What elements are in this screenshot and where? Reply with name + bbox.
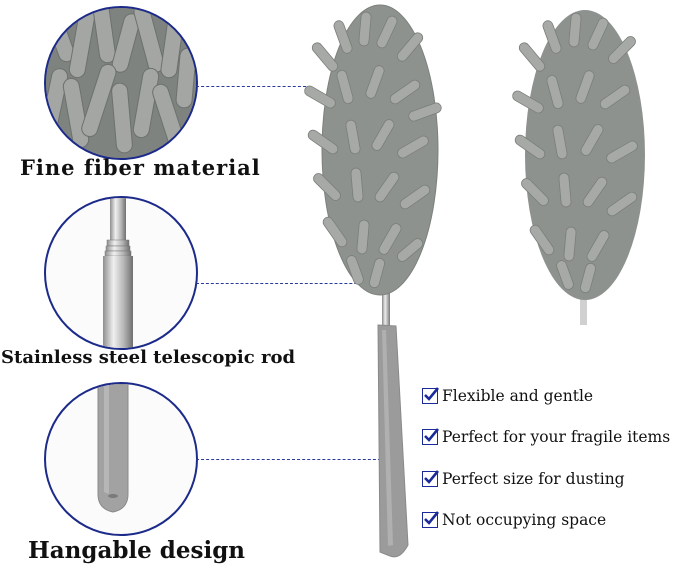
fiber-pointer-line [196,86,306,87]
handle-closeup-image [97,384,129,513]
fiber-caption: Fine fiber material [20,155,261,180]
second-duster-image [512,10,645,325]
fiber-closeup-image [46,8,196,158]
handle-closeup-circle [44,382,198,536]
checkbox-checked-icon [422,387,440,404]
feature-text: Not occupying space [442,511,607,529]
feature-item: Flexible and gentle [422,385,593,407]
checkbox-checked-icon [422,511,440,528]
rod-closeup-image [103,198,133,348]
hang-caption: Hangable design [28,537,246,564]
feature-text: Perfect for your fragile items [442,428,671,446]
feature-item: Perfect for your fragile items [422,426,670,448]
feature-text: Perfect size for dusting [442,470,625,488]
rod-pointer-line [196,283,382,284]
feature-item: Not occupying space [422,509,606,531]
feature-item: Perfect size for dusting [422,468,625,490]
main-duster-image [304,4,442,558]
feature-text: Flexible and gentle [442,387,594,405]
checkbox-checked-icon [422,428,440,445]
rod-caption: Stainless steel telescopic rod [1,347,296,368]
rod-closeup-circle [44,196,198,350]
checkbox-checked-icon [422,470,440,487]
fiber-closeup-circle [44,6,198,160]
handle-pointer-line [196,459,386,460]
